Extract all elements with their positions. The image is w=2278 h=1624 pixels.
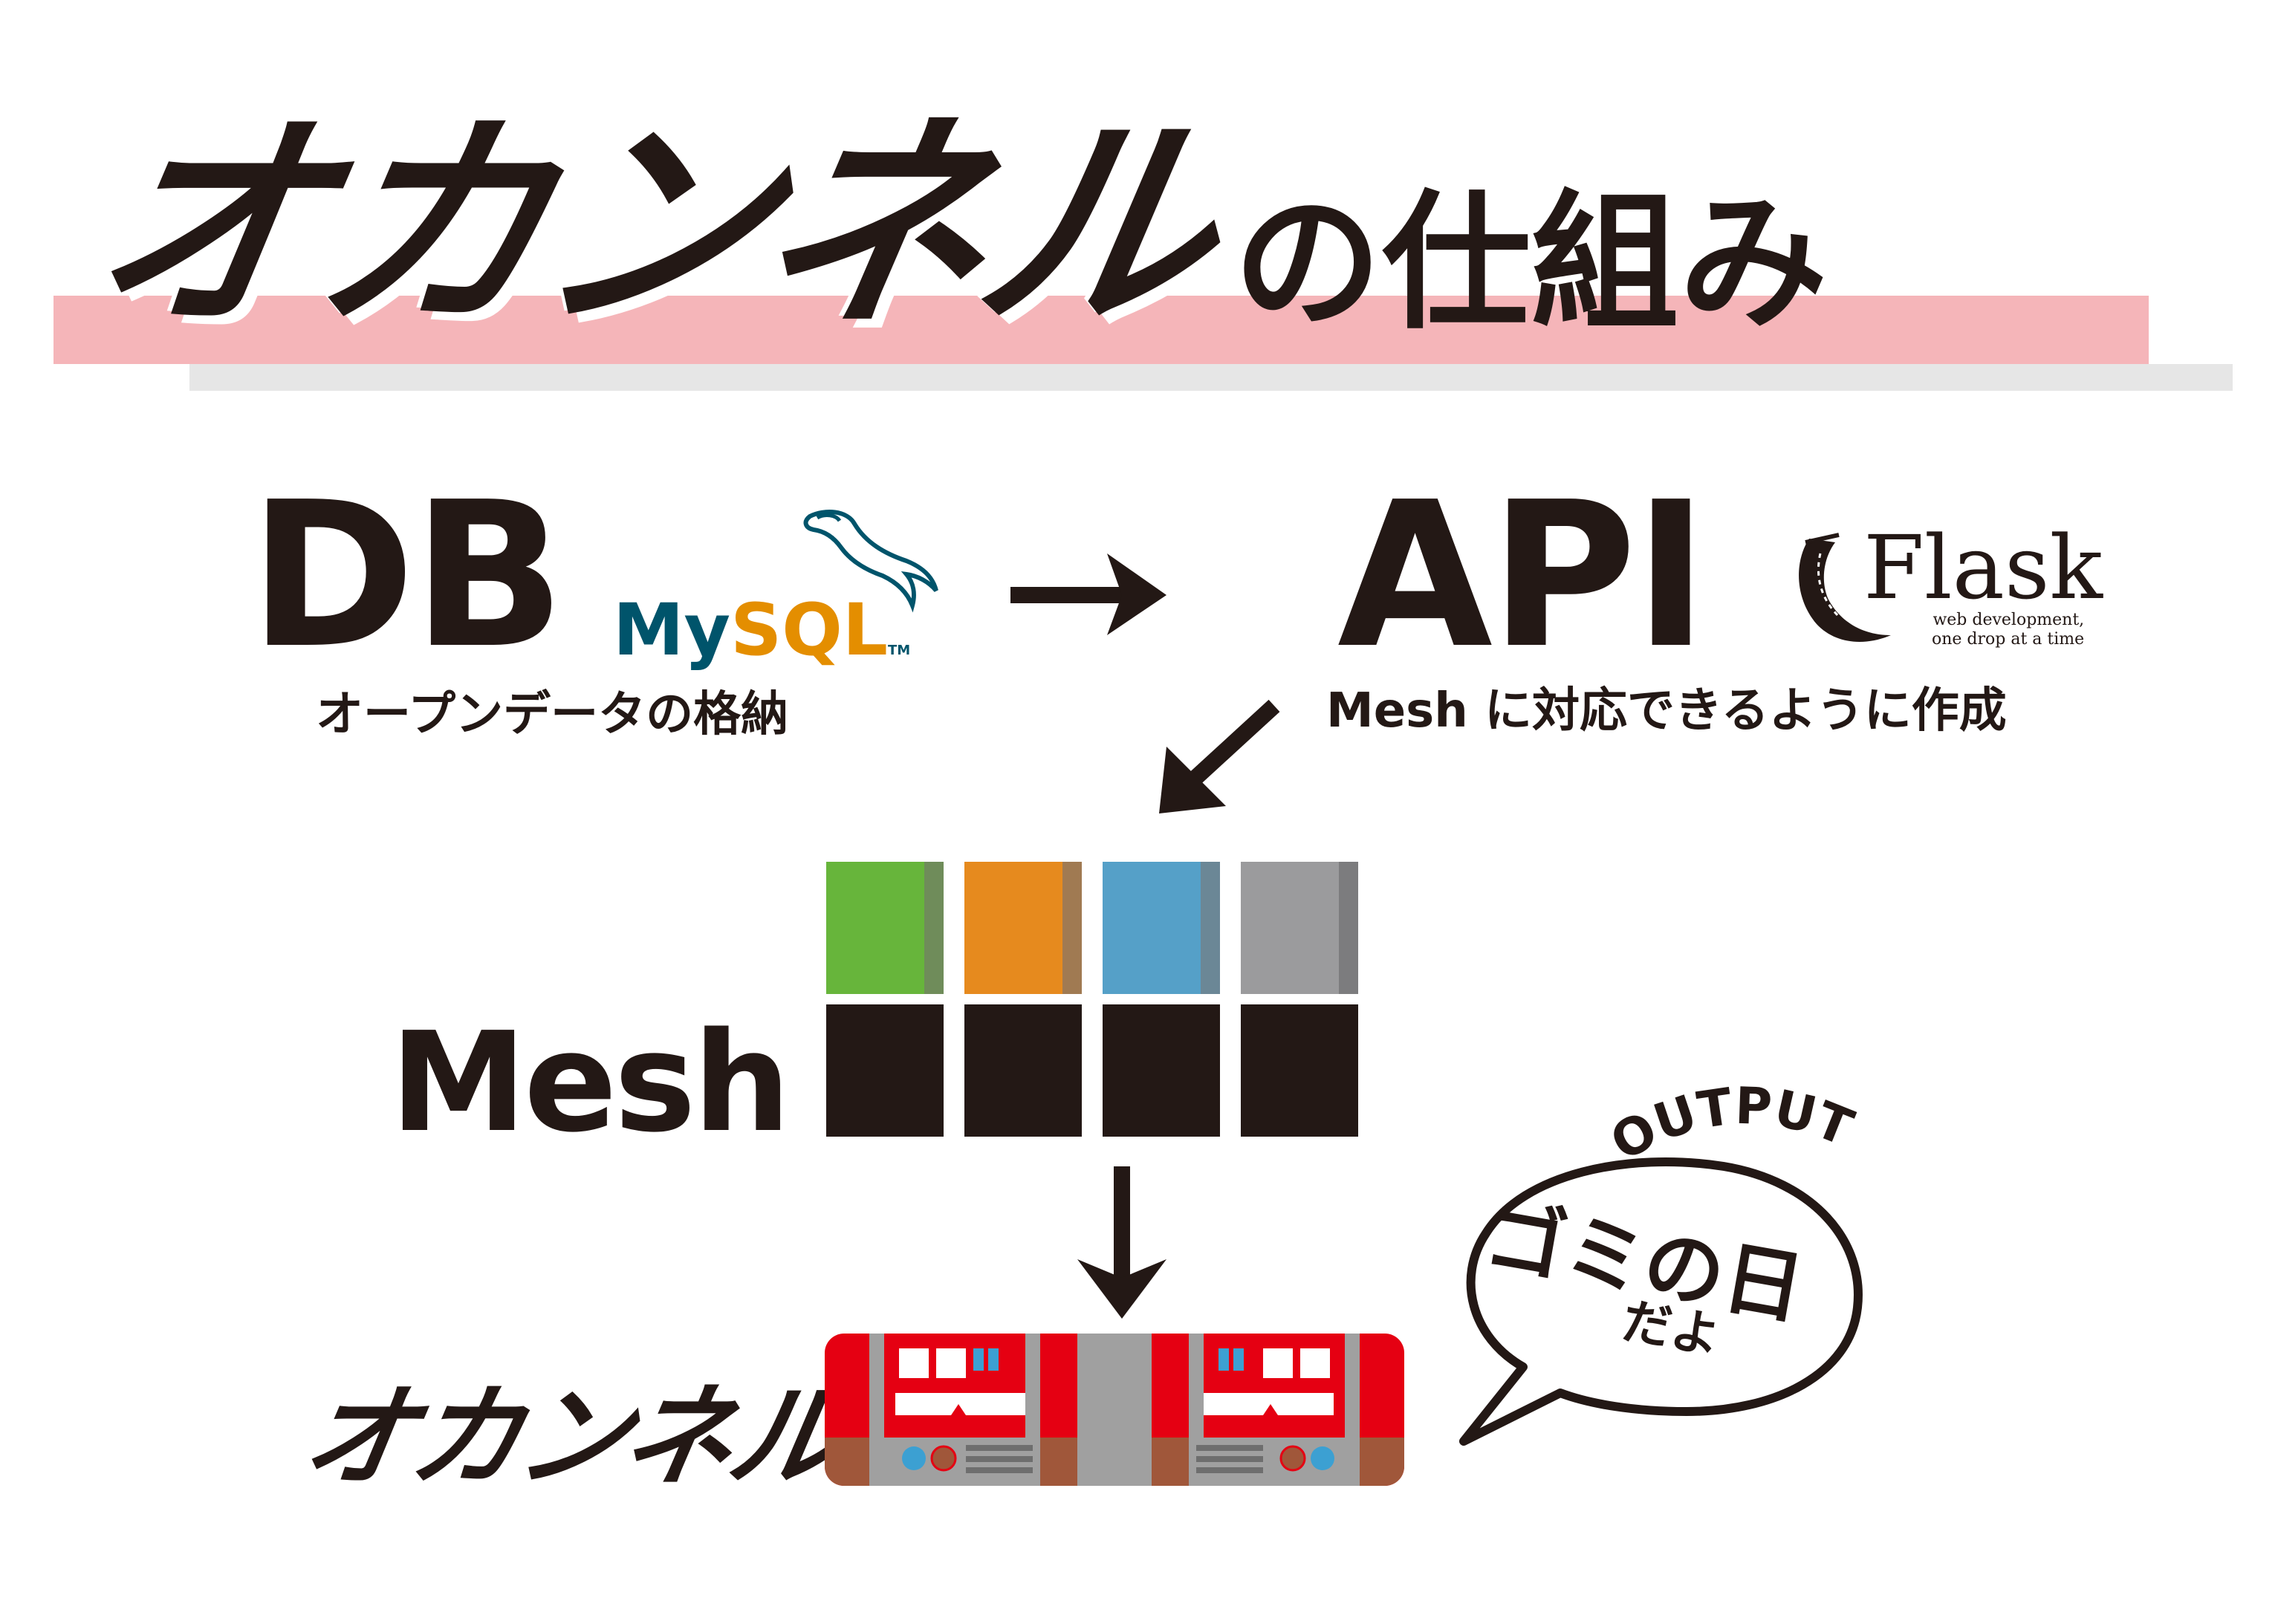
- title-logo: オカンネル: [73, 92, 1230, 360]
- flask-tagline-2: one drop at a time: [1932, 630, 2085, 649]
- okanneru-device-illustration: [825, 1334, 1404, 1486]
- title-suffix: の仕組み: [1233, 177, 1828, 350]
- horn-icon: [1799, 533, 1891, 642]
- mesh-block-bottom-3: [1103, 1004, 1220, 1137]
- mesh-block-top-1: [826, 862, 944, 994]
- mesh-block-stripe: [924, 862, 944, 994]
- mesh-block-top-2: [964, 862, 1082, 994]
- arrow-down-icon: [1077, 1166, 1166, 1319]
- mysql-logo-my: My: [613, 588, 731, 672]
- mysql-logo: MySQLTM: [613, 594, 910, 666]
- arrow-down-left-icon: [1159, 699, 1280, 813]
- mesh-block-stripe: [1339, 862, 1358, 994]
- mesh-block-top-4: [1241, 862, 1358, 994]
- db-label: DB: [249, 458, 565, 692]
- api-label: API: [1337, 458, 1708, 692]
- mesh-label: Mesh: [390, 1002, 791, 1163]
- mesh-block-bottom-4: [1241, 1004, 1358, 1137]
- flask-logo: Flask: [1863, 516, 2103, 619]
- dolphin-icon: [803, 510, 938, 613]
- mesh-block-stripe: [1201, 862, 1220, 994]
- device-logo: オカンネル: [293, 1373, 849, 1502]
- mysql-logo-tm: TM: [888, 643, 911, 658]
- arrow-right-icon: [1010, 553, 1166, 635]
- title-highlight-band: [53, 296, 2149, 364]
- mysql-logo-sql: SQL: [730, 588, 889, 672]
- flask-tagline: web development, one drop at a time: [1932, 611, 2084, 650]
- db-caption: オープンデータの格納: [316, 687, 789, 742]
- mesh-block-stripe: [1062, 862, 1082, 994]
- mesh-block-top-3: [1103, 862, 1220, 994]
- mesh-block-bottom-2: [964, 1004, 1082, 1137]
- output-arc: OUTPUT: [1601, 1077, 1860, 1173]
- mesh-block-bottom-1: [826, 1004, 944, 1137]
- speech-bubble: [1459, 1157, 1863, 1446]
- flask-tagline-1: web development,: [1933, 611, 2085, 629]
- title-shadow-band: [189, 364, 2233, 391]
- api-caption: Mesh に対応できるように作成: [1326, 683, 2007, 738]
